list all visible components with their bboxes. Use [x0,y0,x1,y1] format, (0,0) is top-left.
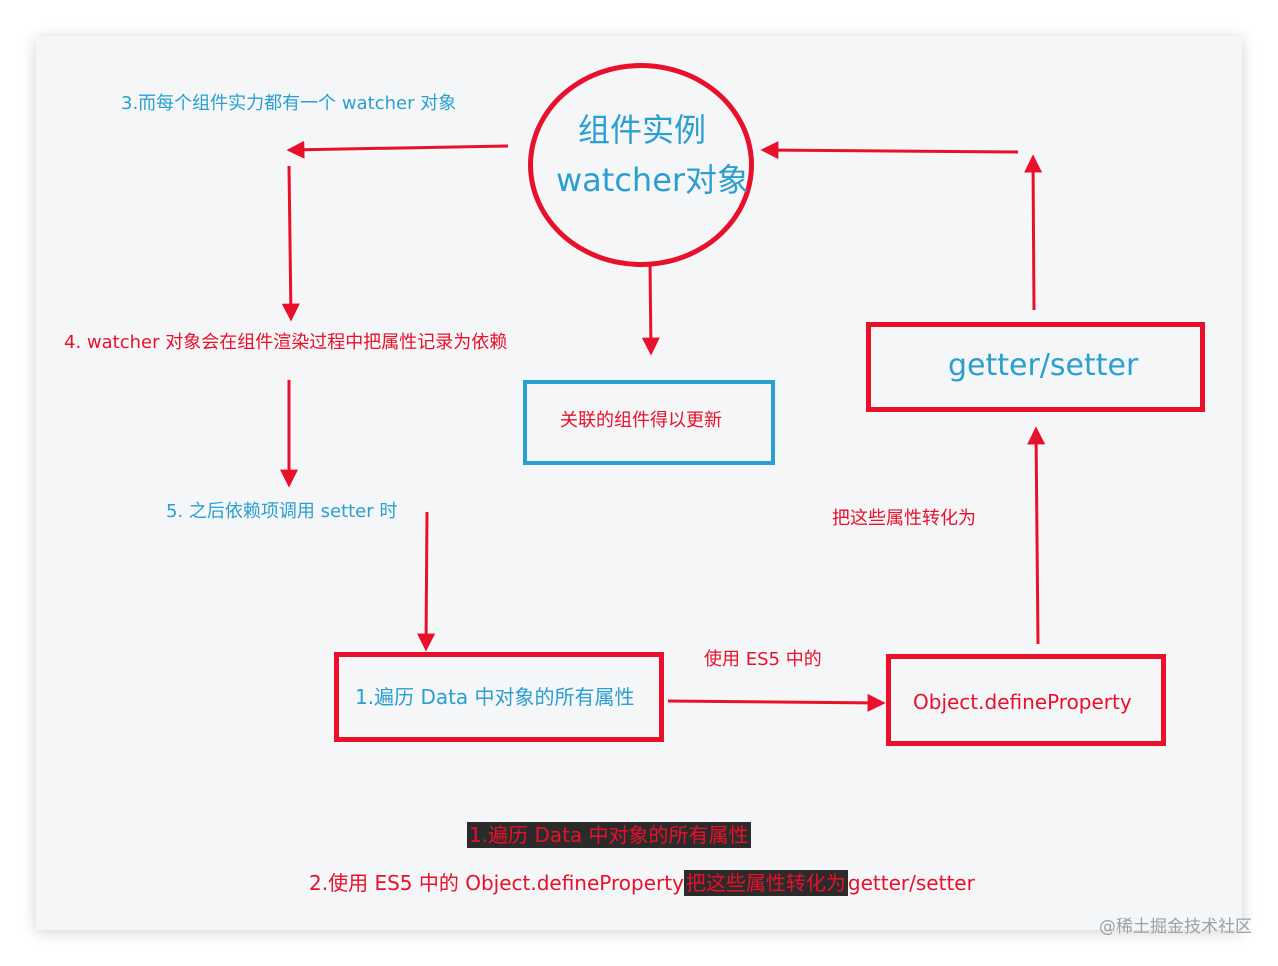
step4-label: 4. watcher 对象会在组件渲染过程中把属性记录为依赖 [64,332,508,353]
arrow-down-to-step4 [281,165,300,322]
arrow-define-to-getter [1027,426,1046,645]
arrow-traverse-to-define [667,693,886,712]
define-property-box [886,654,1166,746]
traverse-data-box [334,652,664,742]
traverse-data-label: 1.遍历 Data 中对象的所有属性 [355,685,635,709]
step5-label: 5. 之后依赖项调用 setter 时 [166,501,398,522]
arrow-circle-to-left [286,140,509,159]
summary-line2-part3: getter/setter [847,871,975,895]
getter-setter-box [866,322,1205,412]
step3-label: 3.而每个组件实力都有一个 watcher 对象 [121,93,457,114]
use-es5-label: 使用 ES5 中的 [704,649,822,670]
component-instance-circle [528,63,754,267]
update-component-label: 关联的组件得以更新 [560,410,722,431]
summary-line1-text: 1.遍历 Data 中对象的所有属性 [467,822,751,848]
getter-setter-label: getter/setter [948,348,1139,383]
summary-line2-part1: 2.使用 ES5 中的 Object.defineProperty [309,871,684,895]
update-component-box [523,380,775,465]
define-property-label: Object.defineProperty [913,690,1132,714]
arrow-right-to-circle [760,141,1019,160]
watcher-object-label: watcher对象 [556,161,750,199]
summary-line2-part2: 把这些属性转化为 [683,870,848,896]
arrow-getter-up [1024,154,1043,311]
watermark: @稀土掘金技术社区 [1099,917,1252,937]
component-instance-label: 组件实例 [578,111,707,149]
summary-line1: 1.遍历 Data 中对象的所有属性 [467,822,751,848]
arrow-down-to-traverse [417,511,436,652]
arrow-circle-to-update [641,261,660,356]
convert-label: 把这些属性转化为 [832,508,976,529]
